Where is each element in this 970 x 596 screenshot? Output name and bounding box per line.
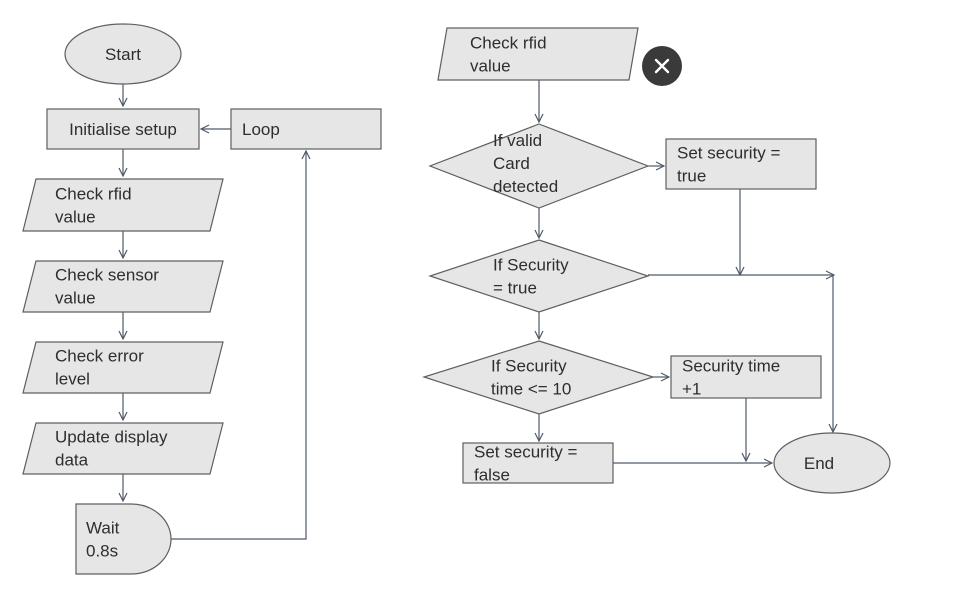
label-line: If Security <box>493 256 569 275</box>
label-line: Loop <box>242 120 280 139</box>
label-line: 0.8s <box>86 542 118 561</box>
label-line: Security time <box>682 357 780 376</box>
label-line: If valid <box>493 131 542 150</box>
label-line: Check sensor <box>55 266 159 285</box>
node-end: End <box>773 432 891 494</box>
label-line: false <box>474 466 510 485</box>
label-line: value <box>470 57 511 76</box>
node-if-security-true: If Security = true <box>428 239 650 313</box>
label-line: Check rfid <box>55 185 132 204</box>
label-line: level <box>55 370 90 389</box>
node-initialise-setup-label: Initialise setup <box>69 120 177 139</box>
node-check-rfid-right: Check rfid value <box>437 27 639 81</box>
node-check-error-label: Check error level <box>55 347 144 389</box>
node-loop: Loop <box>230 108 382 150</box>
node-check-rfid-left: Check rfid value <box>22 178 224 232</box>
label-line: Wait <box>86 519 120 538</box>
label-line: Initialise setup <box>69 120 177 139</box>
node-check-rfid-left-label: Check rfid value <box>55 185 132 227</box>
label-line: detected <box>493 177 558 196</box>
label-line: data <box>55 451 89 470</box>
label-line: = true <box>493 279 537 298</box>
node-set-security-true-label: Set security = true <box>677 144 781 186</box>
node-update-display: Update display data <box>22 422 224 475</box>
node-start-label: Start <box>105 45 141 64</box>
node-wait: Wait 0.8s <box>75 503 172 575</box>
node-initialise-setup: Initialise setup <box>46 108 200 150</box>
node-security-time-inc-label: Security time +1 <box>682 357 780 399</box>
label-line: +1 <box>682 380 701 399</box>
node-end-label: End <box>804 454 834 473</box>
label-line: value <box>55 289 96 308</box>
label-line: If Security <box>491 357 567 376</box>
node-if-security-time: If Security time <= 10 <box>422 340 655 415</box>
label-line: time <= 10 <box>491 380 571 399</box>
label-line: Update display <box>55 428 168 447</box>
node-check-sensor: Check sensor value <box>22 260 224 313</box>
node-update-display-label: Update display data <box>55 428 168 470</box>
node-wait-label: Wait 0.8s <box>86 519 120 561</box>
label-line: Set security = <box>677 144 781 163</box>
label-line: value <box>55 208 96 227</box>
node-security-time-inc: Security time +1 <box>670 355 822 399</box>
label-line: true <box>677 167 706 186</box>
label-line: Check error <box>55 347 144 366</box>
node-check-error: Check error level <box>22 341 224 394</box>
node-check-rfid-right-label: Check rfid value <box>470 34 547 76</box>
label-line: Set security = <box>474 443 578 462</box>
node-check-sensor-label: Check sensor value <box>55 266 159 308</box>
label-line: Card <box>493 154 530 173</box>
node-set-security-false-label: Set security = false <box>474 443 578 485</box>
edges <box>123 80 834 540</box>
edge-ifsec-to-end <box>648 274 833 432</box>
close-icon <box>654 58 670 74</box>
node-if-security-time-label: If Security time <= 10 <box>491 357 571 399</box>
node-set-security-true: Set security = true <box>665 138 817 190</box>
label-line: Check rfid <box>470 34 547 53</box>
node-loop-label: Loop <box>242 120 280 139</box>
label-line: Start <box>105 45 141 64</box>
label-line: End <box>804 454 834 473</box>
node-if-security-true-label: If Security = true <box>493 256 569 298</box>
node-set-security-false: Set security = false <box>462 442 614 485</box>
edge-wait-to-loop <box>171 151 306 540</box>
close-button[interactable] <box>642 46 682 86</box>
node-start: Start <box>64 23 182 85</box>
